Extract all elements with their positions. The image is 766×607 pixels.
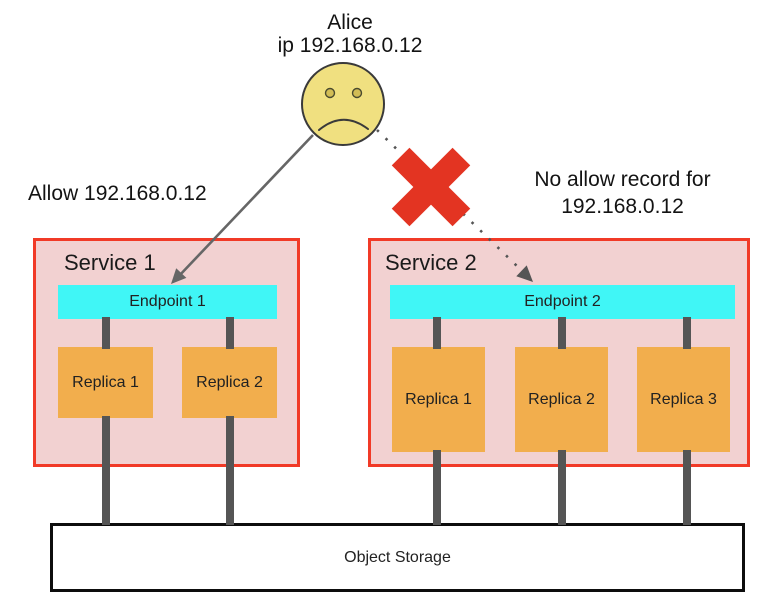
sad-face-icon [301,62,385,146]
service-2-label: Service 2 [385,250,477,275]
service-1-box: Service 1 Endpoint 1 Replica 1 Replica 2 [33,238,300,467]
service-1-replica-2: Replica 2 [182,347,277,418]
service-2-box: Service 2 Endpoint 2 Replica 1 Replica 2… [368,238,750,467]
actor-ip: ip 192.168.0.12 [277,34,423,57]
object-storage-box: Object Storage [50,523,745,592]
deny-note-line1: No allow record for [534,168,711,191]
blocked-x-icon [391,147,471,227]
endpoint-2-bar: Endpoint 2 [390,285,735,319]
service-2-replica-1: Replica 1 [392,347,485,452]
actor-label: Alice ip 192.168.0.12 [250,11,450,57]
service-2-replica-3: Replica 3 [637,347,730,452]
deny-note: No allow record for 192.168.0.12 [500,166,745,220]
endpoint-1-bar: Endpoint 1 [58,285,277,319]
deny-note-line2: 192.168.0.12 [561,195,684,218]
service-2-replica-2: Replica 2 [515,347,608,452]
service-1-replica-1: Replica 1 [58,347,153,418]
service-1-label: Service 1 [64,250,156,275]
actor-name: Alice [327,11,373,34]
allow-note: Allow 192.168.0.12 [28,182,207,205]
